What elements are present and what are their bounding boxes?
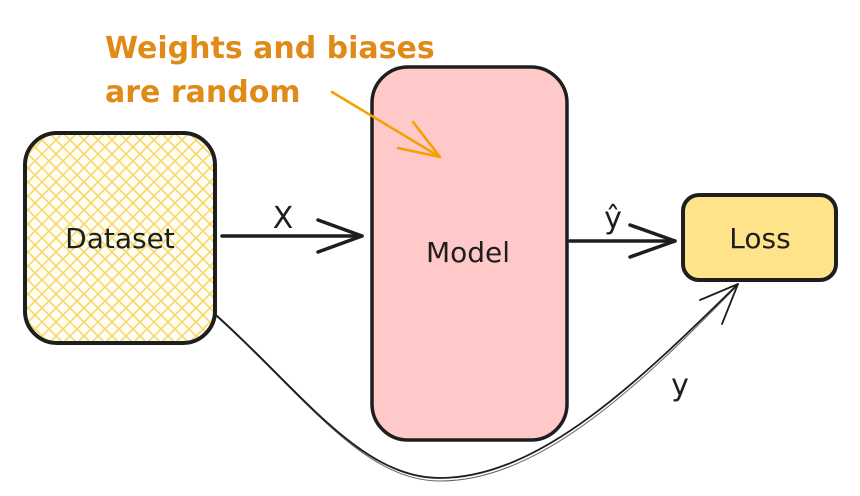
edge-label-y: y <box>671 368 689 403</box>
loss-label: Loss <box>729 222 790 255</box>
annotation-note: Weights and biases are random <box>105 31 435 110</box>
arrow-model-to-loss <box>568 223 677 259</box>
loss-node[interactable]: Loss <box>681 193 838 282</box>
annotation-line-2: are random <box>105 75 301 110</box>
arrow-dataset-to-loss <box>214 283 739 482</box>
model-label: Model <box>426 236 510 269</box>
model-node[interactable]: Model <box>370 65 569 442</box>
dataset-node[interactable]: Dataset <box>23 131 217 345</box>
edge-label-y-hat: ŷ <box>604 201 622 236</box>
annotation-line-1: Weights and biases <box>105 31 435 66</box>
edge-label-x: X <box>273 201 294 236</box>
annotation-arrow <box>330 90 442 159</box>
dataset-label: Dataset <box>65 222 175 255</box>
arrow-dataset-to-model <box>220 218 364 254</box>
